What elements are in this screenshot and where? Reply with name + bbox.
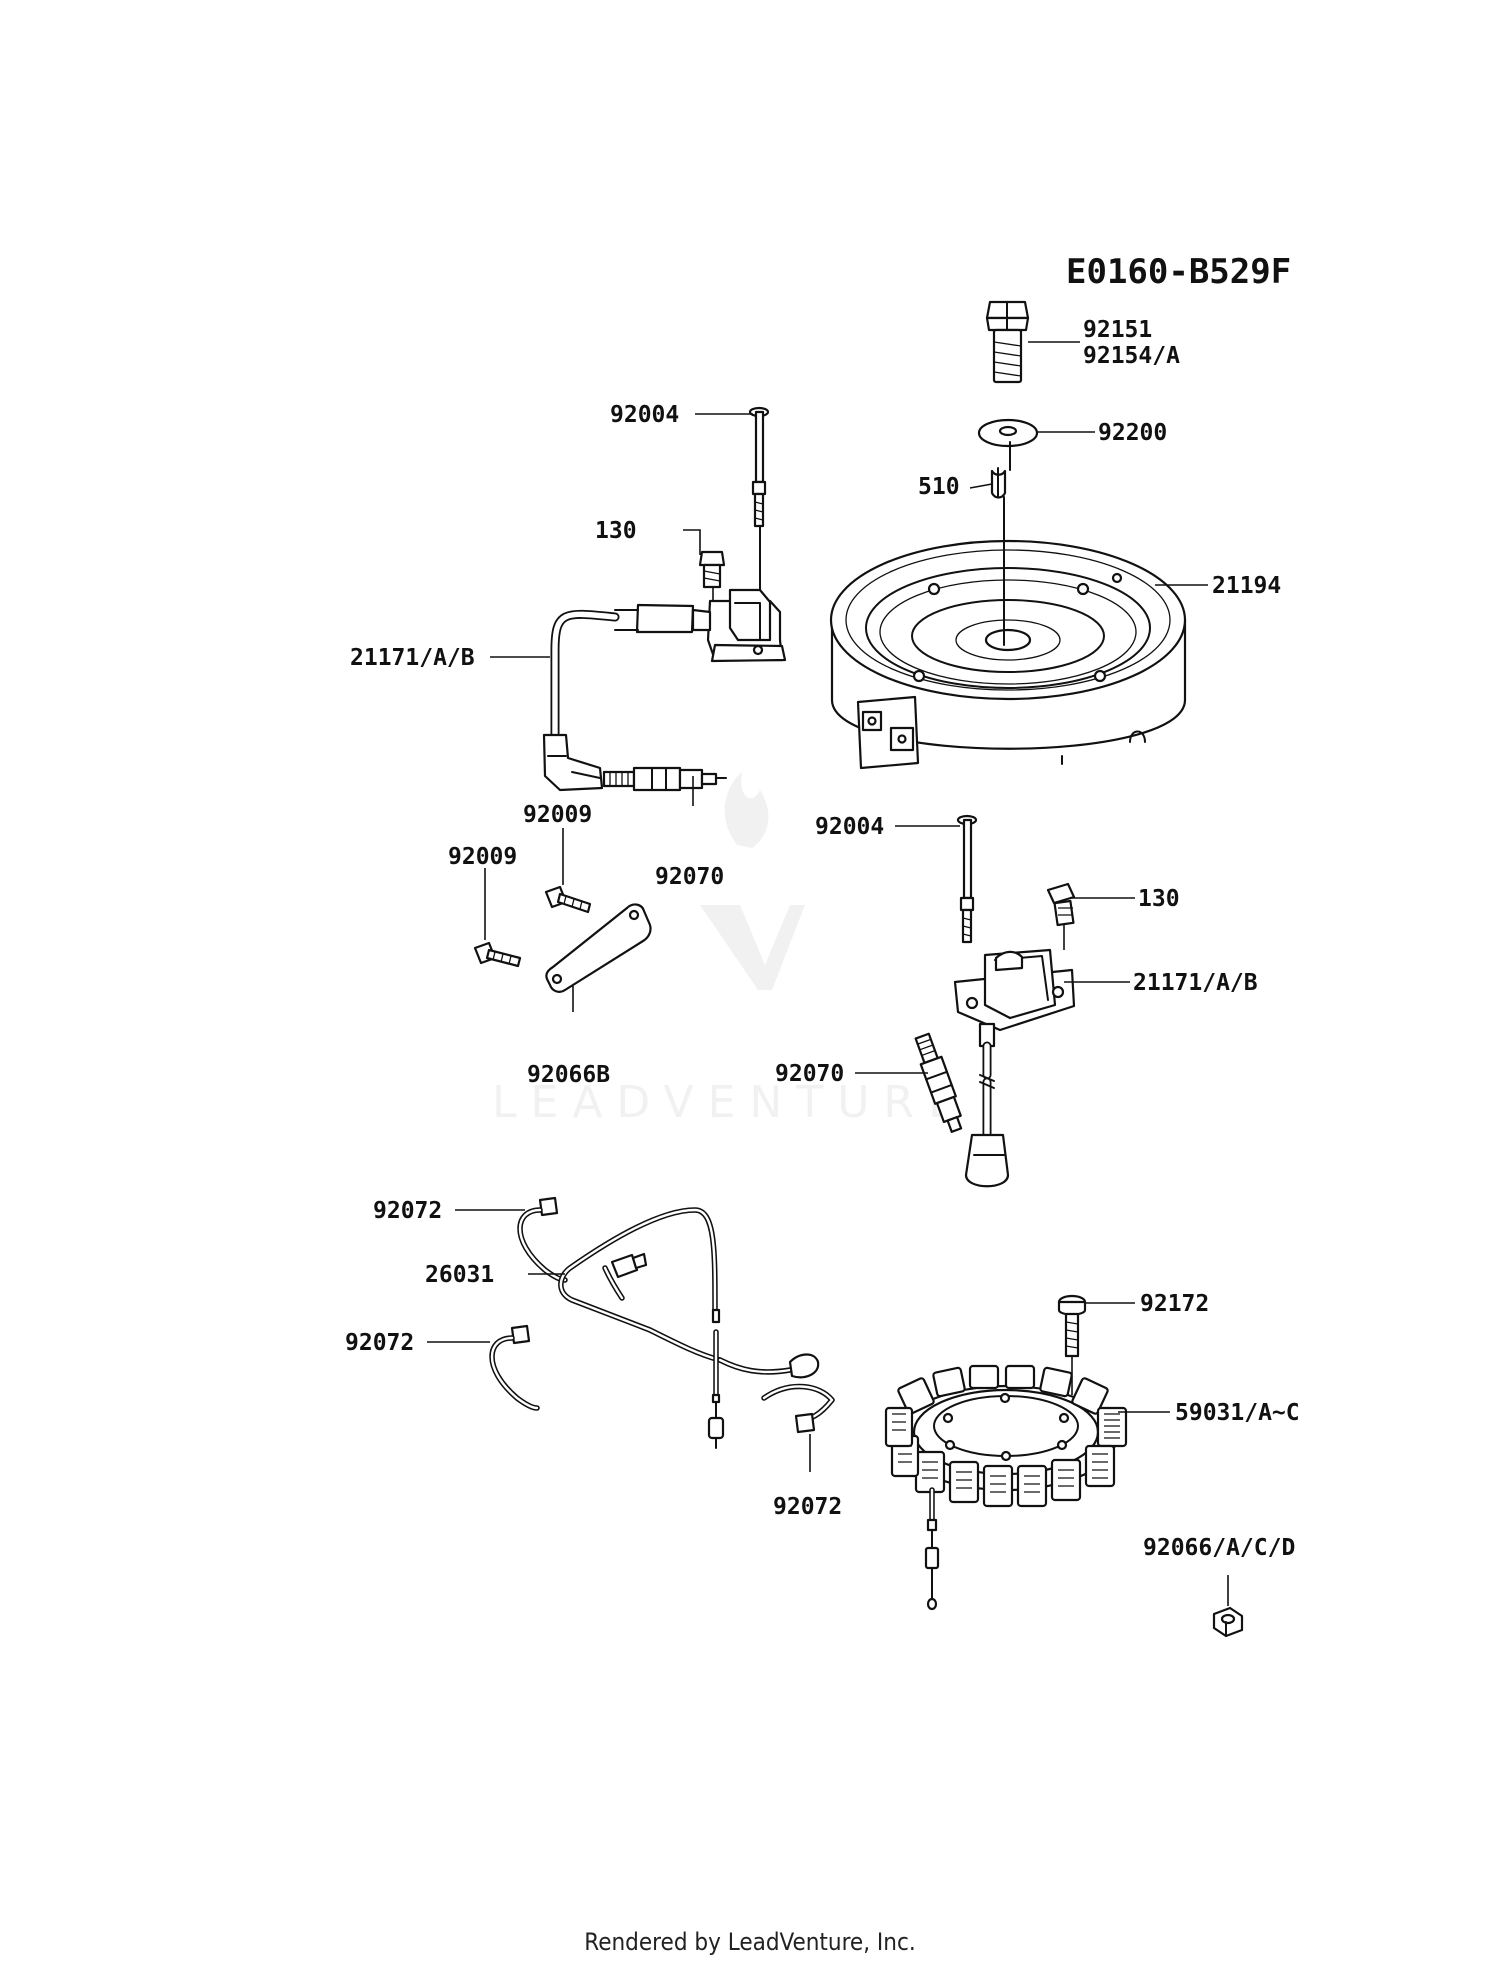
clamp-92072-b: [489, 1324, 540, 1411]
spark-plug-cap-left: [542, 733, 604, 792]
spark-plug-cap-right: [964, 1133, 1010, 1188]
label-92070-right: 92070: [775, 1061, 844, 1087]
footer-credit: Rendered by LeadVenture, Inc.: [584, 1928, 915, 1956]
clamp-92072-a: [517, 1196, 568, 1283]
label-92009-b: 92009: [448, 844, 517, 870]
nut-92066: [1212, 1575, 1244, 1638]
ignition-coil-bolt-top: [748, 406, 770, 528]
leader-lines: [427, 341, 1208, 1472]
stator: [884, 1364, 1128, 1611]
label-92066acd: 92066/A/C/D: [1143, 1535, 1295, 1561]
flywheel: [829, 441, 1187, 770]
spark-plug-left: [602, 766, 727, 792]
label-92200: 92200: [1098, 420, 1167, 446]
label-59031: 59031/A~C: [1175, 1400, 1300, 1426]
label-92004-top: 92004: [610, 402, 679, 428]
screw-92009-a: [544, 885, 592, 914]
part-labels: 92151 92154/A 92200 510 21194 92004 130 …: [345, 317, 1300, 1561]
label-130-top: 130: [595, 518, 637, 544]
label-92072-a: 92072: [373, 1198, 442, 1224]
leadventure-watermark: LEADVENTURE: [492, 772, 970, 1128]
label-92172: 92172: [1140, 1291, 1209, 1317]
diagram-code: E0160-B529F: [1066, 252, 1291, 292]
label-21194: 21194: [1212, 573, 1281, 599]
label-92004-right: 92004: [815, 814, 884, 840]
label-92072-b: 92072: [345, 1330, 414, 1356]
flywheel-bolt: [985, 300, 1030, 384]
coil-lead-right: [979, 1041, 995, 1145]
label-92070-top: 92070: [655, 864, 724, 890]
coil-screw-130-right: [1046, 882, 1076, 950]
ignition-coil-bolt-right: [956, 814, 978, 944]
label-92151: 92151: [1083, 317, 1152, 343]
label-510: 510: [918, 474, 960, 500]
ignition-coil-left: [550, 525, 787, 740]
label-92009-a: 92009: [523, 802, 592, 828]
flywheel-washer: [977, 418, 1039, 448]
label-130-right: 130: [1138, 886, 1180, 912]
spark-plug-right: [914, 1032, 963, 1133]
watermark-text: LEADVENTURE: [492, 1077, 970, 1128]
label-92072-c: 92072: [773, 1494, 842, 1520]
label-92066b: 92066B: [527, 1062, 610, 1088]
wire-harness: [558, 1207, 820, 1449]
label-21171-left: 21171/A/B: [350, 645, 475, 671]
flywheel-key: [990, 467, 1007, 499]
cover-plate: [545, 903, 652, 993]
screw-92009-b: [473, 941, 522, 968]
ignition-coil-right: [953, 948, 1076, 1048]
stator-screw-92172: [1057, 1294, 1087, 1395]
coil-screw-130-top: [698, 550, 726, 604]
clamp-92072-c: [761, 1383, 835, 1434]
label-26031: 26031: [425, 1262, 494, 1288]
label-21171-right: 21171/A/B: [1133, 970, 1258, 996]
stator-poles: [884, 1364, 1128, 1508]
label-92154a: 92154/A: [1083, 343, 1180, 369]
